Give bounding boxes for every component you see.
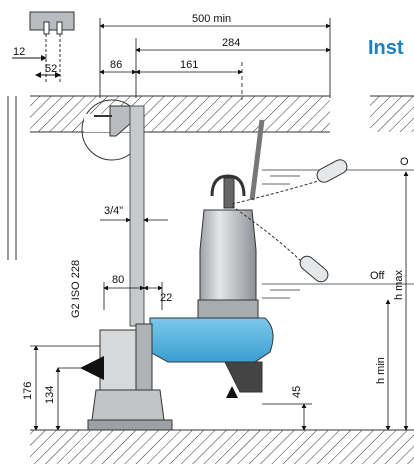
pump-volute	[149, 317, 274, 363]
dim-80: 80	[112, 274, 124, 286]
level-dimension-lines	[385, 171, 409, 431]
height-dimension-lines	[30, 345, 100, 431]
dim-176: 176	[22, 382, 34, 400]
dim-45-lines	[262, 403, 312, 431]
dim-284: 284	[222, 37, 240, 49]
top-slab-right	[370, 96, 414, 132]
rail-dimension-lines	[103, 282, 163, 310]
bracket-detail	[12, 11, 75, 84]
dim-134: 134	[44, 386, 56, 404]
guide-rail	[129, 105, 145, 327]
floor-slab	[30, 430, 414, 464]
dim-500-min: 500 min	[192, 13, 231, 25]
dim-bracket-12: 12	[13, 46, 25, 58]
top-dimension-lines	[99, 18, 331, 100]
dim-pipe-size: 3/4"	[104, 205, 123, 217]
coupling-flange	[135, 323, 153, 395]
float-switch-on	[316, 159, 348, 183]
pump-foot	[224, 361, 263, 393]
level-off-label: Off	[370, 270, 385, 282]
dim-bracket-52: 52	[45, 63, 57, 75]
top-slab	[30, 96, 330, 132]
float-cable-up	[231, 177, 329, 205]
water-level-lines	[262, 169, 414, 299]
lifting-eye	[210, 174, 246, 197]
float-switch-off	[299, 255, 329, 283]
h-max-label: h max	[393, 270, 405, 300]
cable-inlet	[223, 177, 235, 209]
motor-housing	[199, 209, 257, 301]
float-cable-down	[231, 205, 305, 265]
section-title: Inst	[368, 37, 404, 59]
motor-flange	[197, 299, 259, 319]
base-plate	[87, 419, 173, 431]
dim-161: 161	[180, 59, 198, 71]
h-min-label: h min	[375, 357, 387, 384]
base-stand	[91, 389, 165, 421]
dim-45: 45	[291, 386, 303, 398]
discharge-connection	[99, 329, 137, 391]
dim-86: 86	[110, 59, 122, 71]
dim-thread: G2 ISO 228	[70, 260, 82, 318]
upper-bracket	[109, 105, 133, 137]
level-on-label: O	[400, 156, 409, 168]
dim-22: 22	[160, 292, 172, 304]
lifting-handle	[249, 119, 265, 201]
